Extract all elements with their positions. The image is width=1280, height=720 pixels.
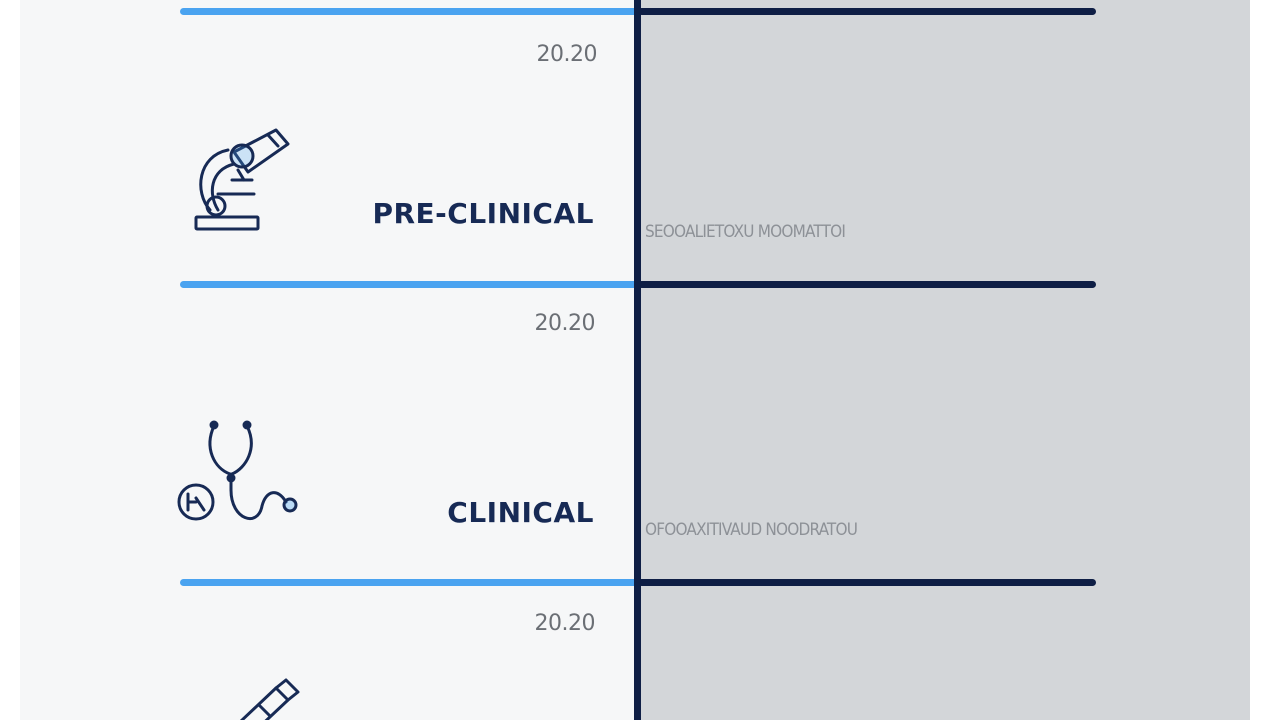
left-panel (20, 0, 638, 720)
right-panel (638, 0, 1250, 720)
stage-description: OFOOAXITIVAUD NOODRATOU (645, 520, 858, 540)
separator-blue-line (180, 579, 640, 586)
timeline-axis (634, 0, 641, 720)
stethoscope-icon (174, 418, 304, 532)
separator-navy-line (638, 579, 1096, 586)
separator-navy-line (638, 281, 1096, 288)
separator-navy-line (638, 8, 1096, 15)
stage-description: SEOOALIETOXU MOOMATTOI (645, 222, 846, 242)
stage-label: CLINICAL (447, 496, 594, 529)
stage-year: 20.20 (536, 42, 598, 67)
microscope-icon (188, 122, 298, 241)
separator-blue-line (180, 8, 640, 15)
stage-label: PRE-CLINICAL (372, 197, 594, 230)
stage-year: 20.20 (534, 311, 596, 336)
vial-icon (228, 676, 308, 720)
separator-blue-line (180, 281, 640, 288)
stage-year: 20.20 (534, 611, 596, 636)
